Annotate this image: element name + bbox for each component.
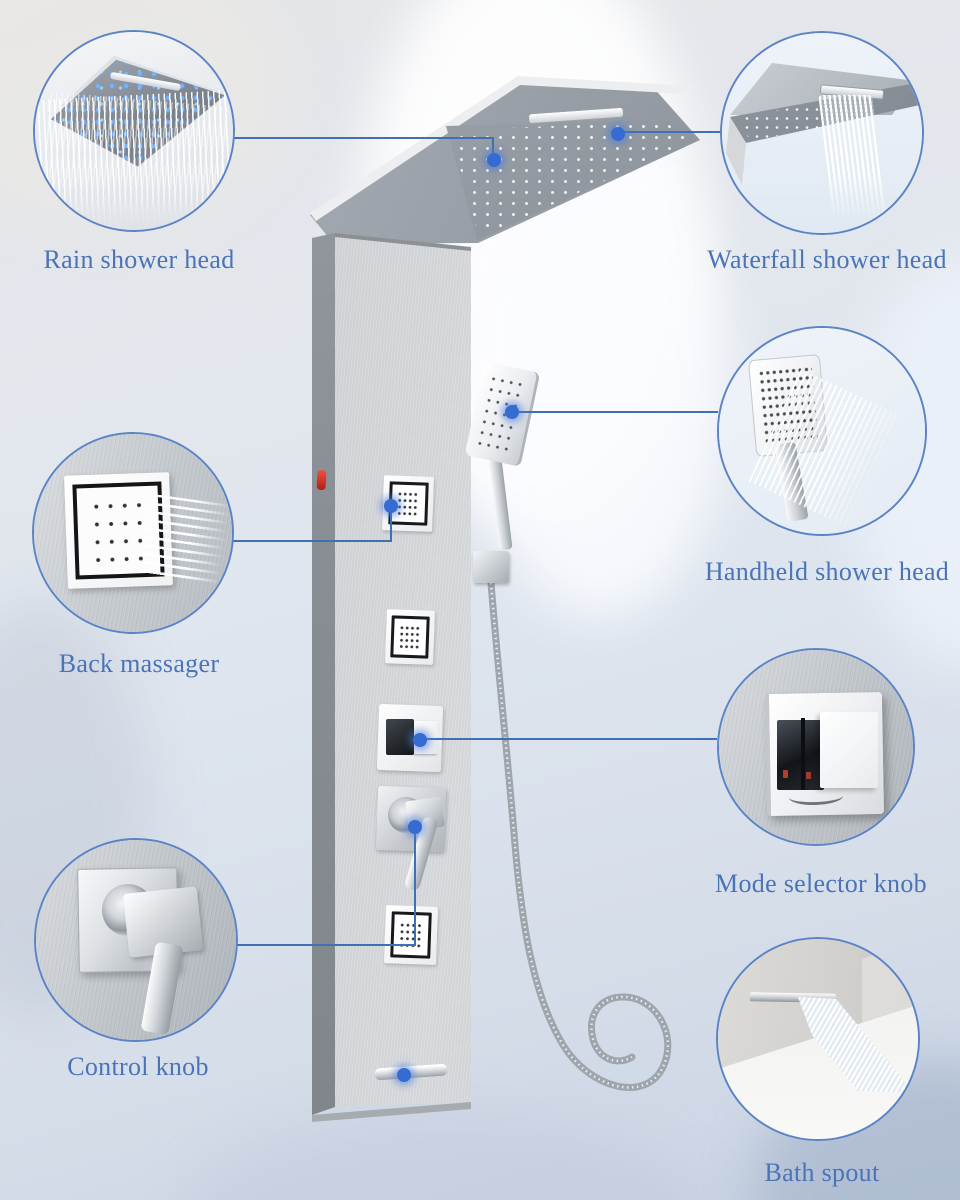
back-bubble-spray	[139, 493, 232, 588]
callout-label-waterfall-shower-head: Waterfall shower head	[707, 245, 947, 274]
back-bubble-jet-nozzles	[88, 496, 149, 565]
callout-label-rain-shower-head: Rain shower head	[43, 245, 235, 274]
callout-label-bath-spout: Bath spout	[764, 1158, 880, 1187]
rain-bubble-streaks-2	[39, 91, 229, 230]
callout-label-control-knob: Control knob	[67, 1052, 209, 1081]
connector-dot-handheld	[505, 405, 519, 419]
handheld-shower-holder	[473, 551, 509, 583]
mode-bubble-handle-white	[819, 712, 879, 788]
handheld-nozzle-dots	[474, 372, 529, 456]
connector-dot-back	[384, 499, 398, 513]
connector-waterfall	[620, 131, 720, 133]
connector-back-h	[229, 540, 392, 542]
connector-control-h	[233, 944, 415, 946]
connector-handheld	[514, 411, 718, 413]
callout-label-back-massager: Back massager	[58, 649, 220, 678]
mode-selector-knob-dark	[386, 719, 414, 755]
connector-dot-bath-spout	[397, 1068, 411, 1082]
callout-circle-handheld-shower-head	[717, 326, 927, 536]
mode-bubble-knob-dark	[777, 719, 824, 790]
mode-bubble-reflection-red-1	[783, 770, 788, 779]
callout-label-mode-selector-knob: Mode selector knob	[715, 869, 927, 898]
callout-circle-waterfall-shower-head	[720, 31, 924, 235]
callout-label-handheld-shower-head: Handheld shower head	[704, 557, 950, 586]
connector-rain-v	[492, 137, 494, 157]
connector-dot-waterfall	[611, 127, 625, 141]
connector-control-v	[414, 830, 416, 946]
mode-bubble-knob-divider	[801, 717, 806, 790]
connector-back-v	[390, 511, 392, 542]
callout-circle-mode-selector-knob	[717, 648, 915, 846]
connector-dot-mode	[413, 733, 427, 747]
callout-circle-rain-shower-head	[33, 30, 235, 232]
mode-bubble-reflection-red-2	[806, 772, 812, 779]
callout-circle-control-knob	[34, 838, 238, 1042]
callout-circle-bath-spout	[716, 937, 920, 1141]
connector-mode	[421, 738, 717, 740]
connector-dot-control	[408, 820, 422, 834]
callout-circle-back-massager	[32, 432, 234, 634]
connector-rain-h	[231, 137, 493, 139]
connector-dot-rain	[487, 153, 501, 167]
